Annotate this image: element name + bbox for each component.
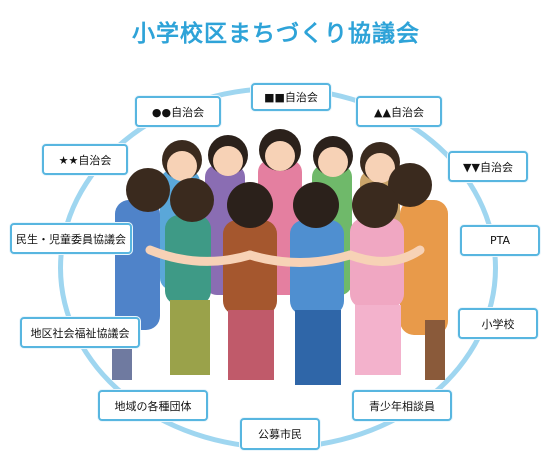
node-label: ★★自治会 (58, 153, 112, 167)
node-label: 青少年相談員 (369, 399, 435, 413)
node-label: ■■自治会 (264, 91, 318, 104)
diagram-title: 小学校区まちづくり協議会 (132, 21, 420, 47)
node-pta: PTA (460, 225, 540, 256)
node-label: 民生・児童委員協議会 (16, 232, 126, 246)
node-jichikai-circle: ●●自治会 (135, 96, 221, 127)
node-seishonen-sodan: 青少年相談員 (352, 390, 452, 421)
node-jichikai-down-triangle: ▼▼自治会 (448, 151, 528, 182)
node-jichikai-square: ■■自治会 (251, 83, 331, 111)
node-label: ●●自治会 (151, 105, 205, 119)
node-label: 小学校 (481, 317, 515, 331)
node-label: 公募市民 (258, 428, 302, 441)
linked-arms (145, 245, 425, 267)
node-label: PTA (489, 234, 511, 247)
node-shogakko: 小学校 (458, 308, 538, 339)
node-jichikai-triangle: ▲▲自治会 (356, 96, 442, 127)
node-label: ▼▼自治会 (463, 160, 513, 174)
node-label: 地区社会福祉協議会 (30, 326, 130, 340)
node-chiku-shakai-fukushi: 地区社会福祉協議会 (20, 317, 140, 348)
node-label: ▲▲自治会 (374, 105, 424, 119)
front-row-people (165, 178, 404, 385)
node-kobo-shimin: 公募市民 (240, 418, 320, 450)
node-label: 地域の各種団体 (114, 399, 192, 413)
node-minsei-jido-iin: 民生・児童委員協議会 (10, 223, 132, 254)
node-chiiki-dantai: 地域の各種団体 (98, 390, 208, 421)
node-jichikai-star: ★★自治会 (42, 144, 128, 175)
